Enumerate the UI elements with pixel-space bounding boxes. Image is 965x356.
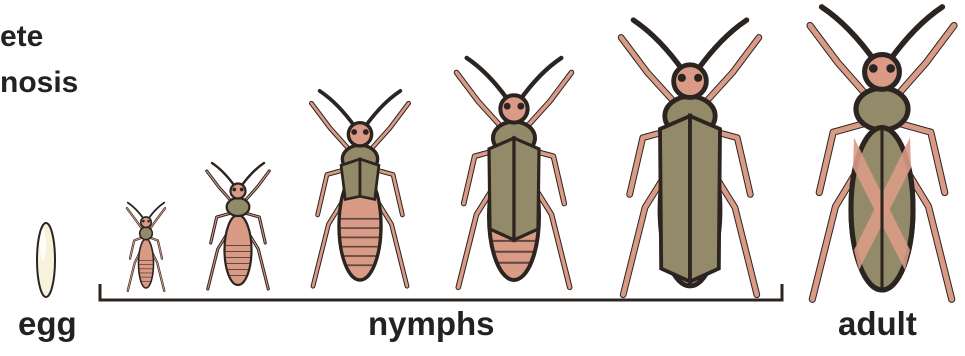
nymph-4-illustration (457, 58, 572, 287)
nymphs-bracket (100, 284, 782, 300)
nymph-1-illustration (127, 203, 165, 291)
nymphs-label: nymphs (368, 304, 495, 344)
nymph-5-illustration (621, 20, 759, 295)
egg-highlight (40, 229, 46, 261)
egg-label: egg (18, 304, 77, 344)
egg-shape (37, 223, 55, 297)
nymph-3-illustration (311, 91, 408, 286)
adult-label: adult (838, 304, 917, 344)
title-line-1: ete (0, 20, 43, 54)
adult-illustration (810, 7, 954, 299)
nymph-2-illustration (207, 163, 269, 289)
title-line-2: nosis (0, 66, 78, 100)
